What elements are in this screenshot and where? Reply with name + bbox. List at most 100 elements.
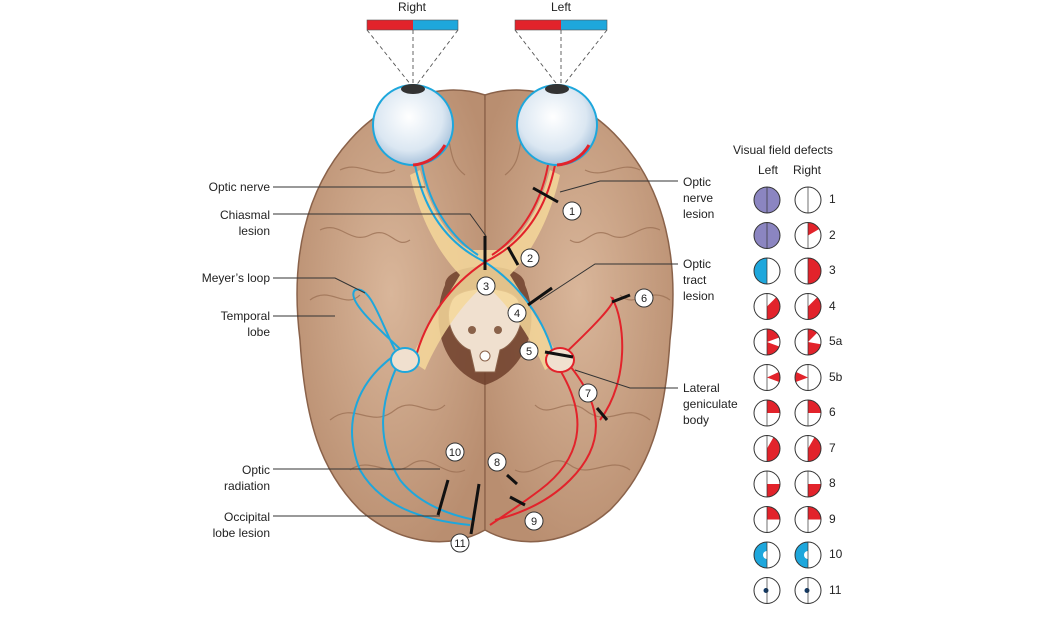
- label-optic-nerve: Optic nerve: [208, 180, 270, 194]
- lesion-marker-8: 8: [487, 452, 507, 472]
- field-icon-left-10: [753, 541, 781, 569]
- brain: [296, 89, 674, 543]
- lesion-marker-number: 5: [526, 346, 532, 358]
- lesion-marker-number: 7: [585, 388, 591, 400]
- lesion-marker-4: 4: [507, 303, 527, 323]
- lesion-marker-number: 11: [454, 538, 465, 550]
- lesion-marker-number: 3: [483, 281, 489, 293]
- visual-pathway-diagram: 1 2 3 4 5 6 7 8 9 10 11 Optic nerve Chiasmal lesio…: [170, 0, 843, 604]
- field-row-label: 1: [829, 192, 836, 206]
- label-lgb-line3: body: [683, 413, 710, 427]
- field-row-label: 4: [829, 298, 836, 313]
- field-row-label: 3: [829, 263, 836, 277]
- field-icon-left-5b: [753, 364, 781, 391]
- lesion-marker-number: 10: [449, 447, 461, 459]
- lesion-marker-7: 7: [578, 383, 598, 403]
- lesion-marker-10: 10: [445, 442, 465, 462]
- label-optic-radiation-line1: Optic: [241, 463, 270, 477]
- lesion-marker-6: 6: [634, 288, 654, 308]
- field-row-label: 10: [829, 547, 843, 561]
- field-icon-right-7: [794, 435, 822, 462]
- field-icon-right-6: [794, 399, 822, 427]
- leader-lines: [273, 180, 678, 517]
- label-occipital-lobe-lesion-line2: lobe lesion: [212, 526, 270, 540]
- field-icon-left-7: [753, 435, 781, 462]
- field-row-label: 7: [829, 440, 836, 455]
- label-chiasmal-lesion-line2: lesion: [238, 224, 270, 238]
- lesion-marker-number: 8: [494, 457, 500, 469]
- right-eye-field-bar: [366, 19, 459, 31]
- lesion-marker-9: 9: [524, 511, 544, 531]
- field-icon-right-11: [794, 577, 822, 604]
- label-optic-radiation-line2: radiation: [223, 479, 270, 493]
- field-icon-right-2: [794, 222, 822, 249]
- visual-field-icons: [753, 186, 822, 604]
- field-icon-right-5b: [794, 364, 822, 391]
- field-icon-left-8: [753, 470, 781, 498]
- field-icon-left-6: [753, 399, 781, 427]
- label-chiasmal-lesion-line1: Chiasmal: [219, 208, 270, 222]
- label-left-eye: Left: [550, 0, 571, 14]
- lesion-marker-number: 9: [531, 516, 537, 528]
- field-row-label: 5b: [829, 369, 843, 384]
- lesion-marker-number: 1: [569, 206, 575, 218]
- field-icon-right-4: [794, 293, 822, 320]
- field-row-label: 6: [829, 405, 836, 419]
- left-lgn: [390, 347, 420, 373]
- field-icon-right-5a: [794, 328, 822, 356]
- left-eyeball: [516, 84, 598, 167]
- field-icon-right-8: [794, 470, 822, 498]
- column-header-left: Left: [758, 163, 779, 177]
- field-row-label: 8: [829, 476, 836, 490]
- lesion-marker-1: 1: [562, 201, 582, 221]
- label-optic-tract-lesion-line2: tract: [683, 273, 707, 287]
- label-optic-nerve-lesion: Optic nerve lesion: [683, 174, 743, 222]
- field-icon-right-3: [794, 257, 822, 285]
- field-row-label: 5a: [829, 334, 843, 348]
- label-temporal-lobe: Temporal lobe: [170, 308, 270, 340]
- field-icon-left-9: [753, 506, 781, 533]
- lesion-bars: [436, 186, 631, 535]
- field-row-label: 11: [829, 582, 842, 597]
- right-eyeball: [372, 84, 454, 167]
- label-optic-tract-lesion-line3: lesion: [683, 289, 715, 303]
- label-lgb-line2: geniculate: [683, 397, 738, 411]
- lesion-marker-number: 6: [641, 293, 647, 305]
- label-right-eye: Right: [397, 0, 426, 14]
- lesion-marker-number: 4: [514, 308, 520, 320]
- field-icon-left-11: [753, 577, 781, 604]
- label-meyers-loop: Meyer’s loop: [201, 271, 270, 285]
- label-optic-nerve-lesion-line1: Optic: [683, 175, 712, 189]
- field-icon-left-2: [753, 222, 781, 249]
- label-temporal-lobe-line1: Temporal: [220, 309, 270, 323]
- label-lgb-line1: Lateral: [683, 381, 720, 395]
- field-icon-left-5a: [753, 328, 781, 356]
- field-icon-right-9: [794, 506, 822, 533]
- field-row-label: 2: [829, 227, 836, 242]
- lesion-marker-number: 2: [527, 253, 533, 265]
- lesion-marker-5: 5: [519, 341, 539, 361]
- field-icon-right-10: [794, 541, 822, 569]
- left-eye-field-bar: [514, 19, 608, 31]
- column-header-right: Right: [793, 163, 822, 177]
- field-icon-left-1: [753, 186, 781, 214]
- field-row-label: 9: [829, 511, 836, 526]
- field-icon-left-3: [753, 257, 781, 285]
- field-icon-left-4: [753, 293, 781, 320]
- brain-illustration: 1 2 3 4 5 6 7 8 9 10 11: [273, 19, 678, 553]
- label-occipital-lobe-lesion-line1: Occipital: [223, 510, 270, 524]
- label-optic-nerve-lesion-line3: lesion: [683, 207, 715, 221]
- lesion-marker-11: 11: [450, 533, 470, 553]
- lesion-marker-3: 3: [476, 276, 496, 296]
- label-occipital-lobe-lesion: Occipital lobe lesion: [170, 509, 270, 541]
- label-chiasmal-lesion: Chiasmal lesion: [170, 207, 270, 239]
- label-temporal-lobe-line2: lobe: [247, 325, 270, 339]
- field-icon-right-1: [794, 186, 822, 214]
- label-optic-nerve-lesion-line2: nerve: [683, 191, 714, 205]
- label-optic-tract-lesion: Optic tract lesion: [683, 256, 743, 304]
- label-lateral-geniculate-body: Lateral geniculate body: [683, 380, 753, 428]
- label-optic-tract-lesion-line1: Optic: [683, 257, 712, 271]
- label-optic-radiation: Optic radiation: [170, 462, 270, 494]
- lesion-marker-2: 2: [520, 248, 540, 268]
- visual-field-defects-title: Visual field defects: [733, 143, 833, 157]
